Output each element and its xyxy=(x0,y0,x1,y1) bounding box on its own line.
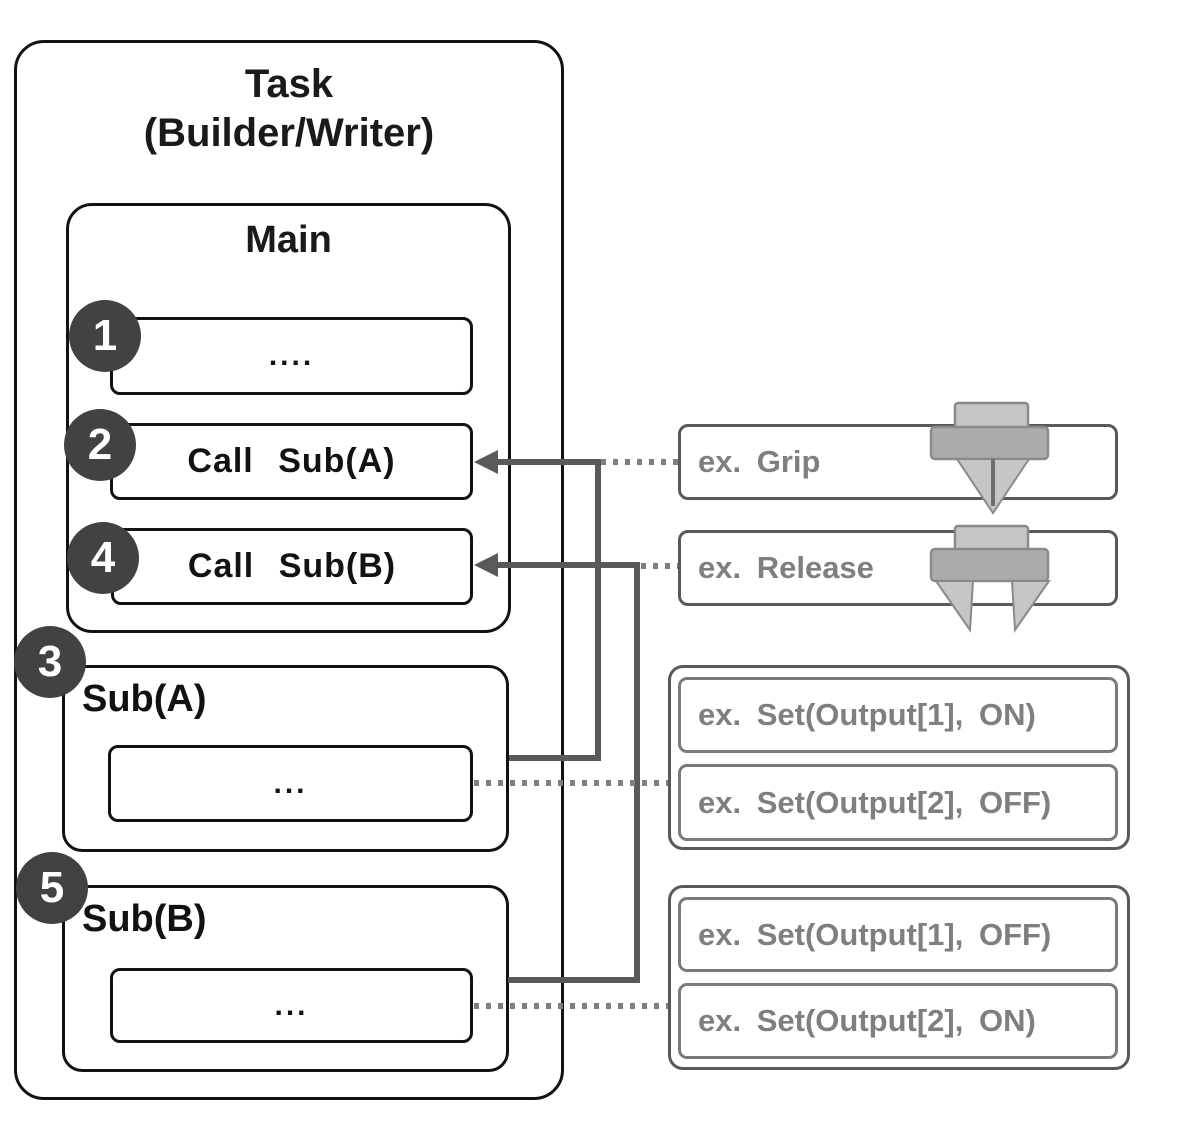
sub-b-title: Sub(B) xyxy=(82,898,207,940)
sub-a-body-box: ... xyxy=(108,745,473,822)
main-title: Main xyxy=(245,219,332,261)
main-step1-box: .... xyxy=(110,317,473,395)
sub-b-example2-box: ex. Set(Output[2], ON) xyxy=(678,983,1118,1059)
badge-step-5: 5 xyxy=(16,852,88,924)
example-grip-label: ex. Grip xyxy=(698,444,821,479)
sub-b-example1-box: ex. Set(Output[1], OFF) xyxy=(678,897,1118,972)
sub-a-example1-box: ex. Set(Output[1], ON) xyxy=(678,677,1118,753)
example-grip-box: ex. Grip xyxy=(678,424,1118,500)
badge-step-4: 4 xyxy=(67,522,139,594)
example-release-box: ex. Release xyxy=(678,530,1118,606)
sub-a-title: Sub(A) xyxy=(82,678,207,720)
sub-a-example2-label: ex. Set(Output[2], OFF) xyxy=(698,784,1052,820)
main-step2-box: Call Sub(A) xyxy=(110,423,473,500)
main-step4-label: Call Sub(B) xyxy=(187,547,397,585)
badge-step-3: 3 xyxy=(14,626,86,698)
task-title: Task (Builder/Writer) xyxy=(14,60,564,158)
sub-a-example2-box: ex. Set(Output[2], OFF) xyxy=(678,764,1118,841)
sub-b-example1-label: ex. Set(Output[1], OFF) xyxy=(698,916,1052,952)
sub-a-example1-label: ex. Set(Output[1], ON) xyxy=(698,697,1036,732)
main-step4-box: Call Sub(B) xyxy=(111,528,473,605)
sub-b-body-label: ... xyxy=(274,988,309,1022)
main-step2-label: Call Sub(A) xyxy=(187,442,396,480)
main-step1-label: .... xyxy=(268,339,315,372)
sub-b-example2-label: ex. Set(Output[2], ON) xyxy=(698,1003,1036,1038)
badge-step-2: 2 xyxy=(64,409,136,481)
example-release-label: ex. Release xyxy=(698,550,874,585)
badge-step-1: 1 xyxy=(69,300,141,372)
task-title-line2: (Builder/Writer) xyxy=(143,111,435,155)
sub-a-body-label: ... xyxy=(273,766,308,800)
task-title-line1: Task xyxy=(244,62,334,106)
sub-b-body-box: ... xyxy=(110,968,473,1043)
